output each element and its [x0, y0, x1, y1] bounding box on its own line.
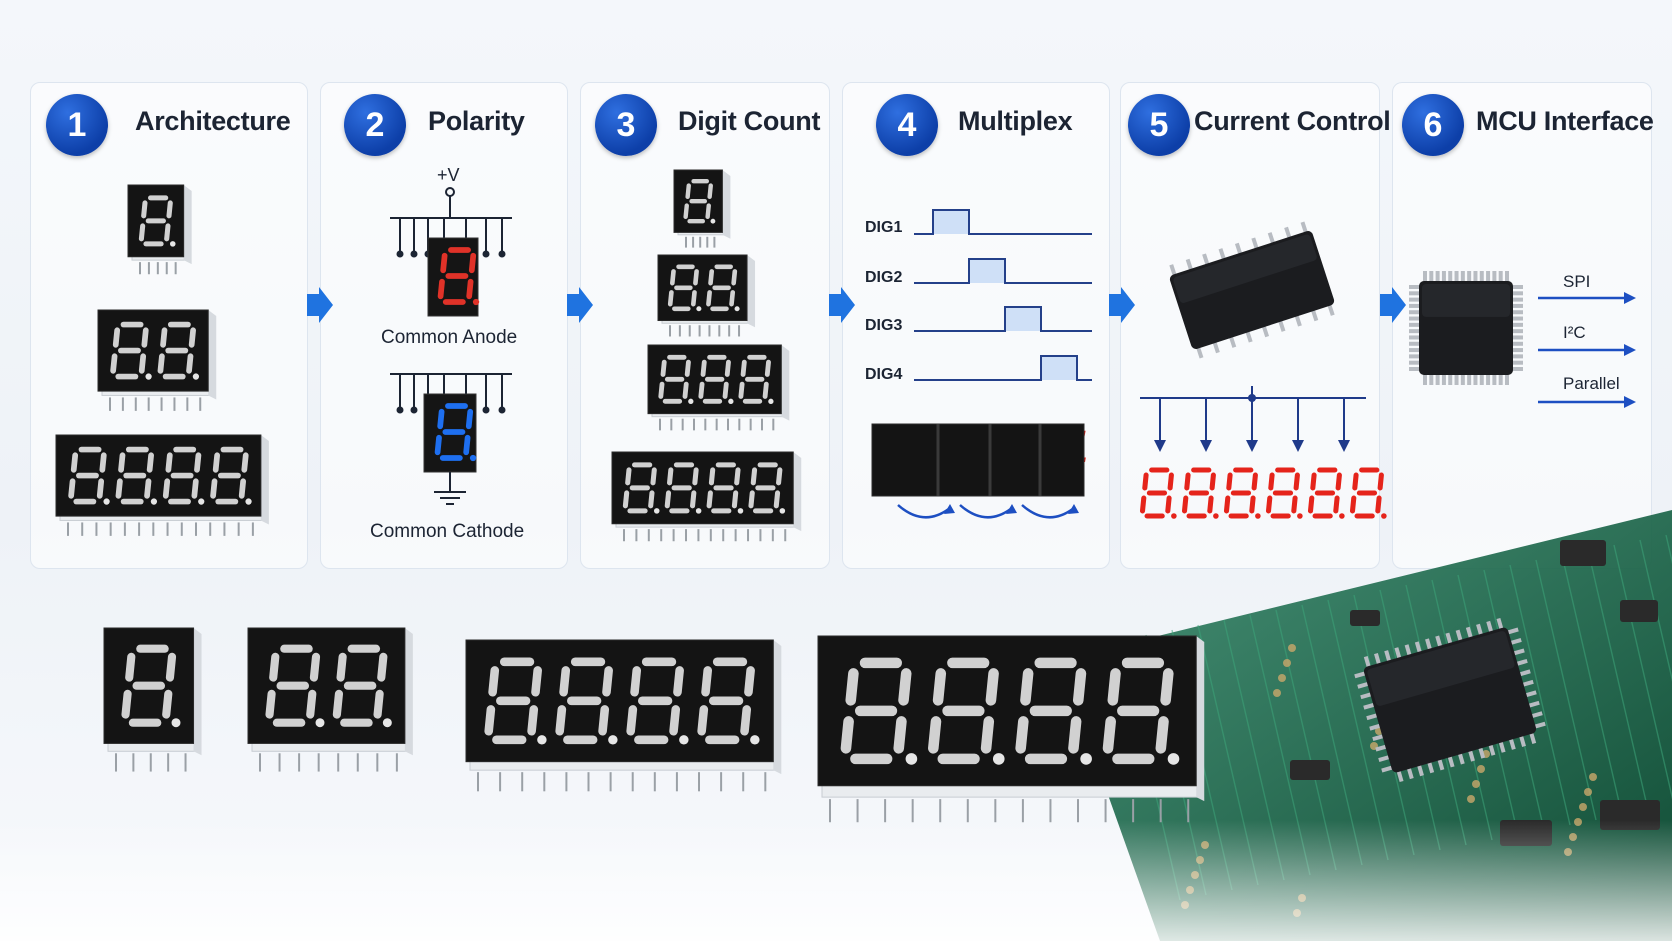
arrow-right-icon	[829, 287, 855, 323]
step-number-badge: 5	[1128, 94, 1190, 156]
step-title: Digit Count	[678, 106, 821, 136]
driver-ic-chip-icon	[1169, 221, 1335, 359]
panel-polarity	[320, 82, 568, 569]
floor-reflection	[0, 820, 1672, 941]
common-anode-label: Common Anode	[381, 327, 518, 348]
large-led-display-4-digit	[465, 639, 782, 792]
red-seven-segment-row	[1139, 467, 1387, 519]
bus-label-parallel: Parallel	[1563, 374, 1620, 393]
bus-label-spi: SPI	[1563, 272, 1591, 291]
common-cathode-label: Common Cathode	[370, 521, 525, 542]
step-number-badge: 2	[344, 94, 406, 156]
arrow-right-icon	[1109, 287, 1135, 323]
digit-signal-label: DIG4	[865, 366, 903, 383]
step-title: MCU Interface	[1476, 106, 1654, 136]
common-cathode-schematic	[390, 373, 512, 505]
step-number-badge: 4	[876, 94, 938, 156]
arrow-right-icon	[1380, 287, 1406, 323]
current-driver-lines	[1140, 386, 1366, 452]
step-number-badge: 1	[46, 94, 108, 156]
large-led-display-1-digit	[103, 627, 202, 772]
step-title: Architecture	[135, 106, 291, 136]
multiplexed-display	[871, 423, 1085, 519]
arrow-right-icon	[307, 287, 333, 323]
bus-label-i2c: I²C	[1563, 323, 1586, 342]
led-display-1-digit	[673, 169, 731, 248]
led-display-4-digit	[55, 434, 269, 536]
bus-arrows	[1538, 292, 1636, 408]
step-number-badge: 3	[595, 94, 657, 156]
large-led-display-4-digit-xl	[817, 635, 1205, 823]
digit-signal-label: DIG3	[865, 317, 903, 334]
led-display-3-digit	[647, 344, 790, 431]
led-display-1-digit	[127, 184, 192, 275]
digit-signal-label: DIG1	[865, 219, 903, 236]
mcu-chip-icon	[1409, 271, 1523, 385]
pcb-qfp-chip-icon	[1354, 617, 1546, 783]
led-display-2-digit	[97, 309, 217, 411]
multiplex-timing-diagram	[914, 209, 1092, 381]
step-title: Polarity	[428, 106, 525, 136]
step-number-badge: 6	[1402, 94, 1464, 156]
digit-signal-label: DIG2	[865, 269, 903, 286]
arrow-right-icon	[567, 287, 593, 323]
led-display-2-digit	[657, 254, 756, 337]
step-title: Multiplex	[958, 106, 1073, 136]
common-anode-schematic	[390, 187, 512, 317]
led-display-4-digit	[611, 451, 802, 542]
step-title: Current Control	[1194, 106, 1391, 136]
large-led-display-2-digit	[247, 627, 413, 772]
supply-label: +V	[437, 165, 460, 185]
